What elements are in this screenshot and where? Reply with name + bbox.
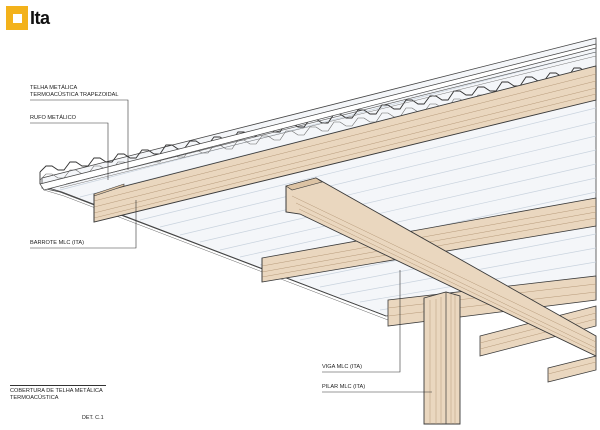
label-barrote: BARROTE MLC (ITA) [30, 240, 84, 246]
label-viga: VIGA MLC (ITA) [322, 364, 362, 370]
viga-main [285, 177, 597, 357]
ita-logo: Ita [6, 6, 60, 32]
logo-text: Ita [30, 8, 50, 28]
label-pilar: PILAR MLC (ITA) [322, 384, 366, 390]
flashing-rufo [39, 43, 597, 191]
barrote-front [93, 65, 597, 223]
label-telha-line2: TERMOACÚSTICA TRAPEZOIDAL [30, 92, 119, 98]
title-line-1: COBERTURA DE TELHA METÁLICA [10, 388, 103, 394]
title-rule [10, 385, 106, 386]
label-rufo: RUFO METÁLICO [30, 115, 76, 121]
roof-sheet [41, 37, 597, 321]
title-line-2: TERMOACÚSTICA [10, 395, 59, 401]
label-telha-line1: TELHA METÁLICA [30, 85, 78, 91]
barrote-far-2 [547, 355, 597, 383]
detail-reference: DET. C.1 [82, 415, 104, 421]
drawing-title: COBERTURA DE TELHA METÁLICA TERMOACÚSTIC… [10, 388, 103, 402]
logo-mark [6, 6, 28, 30]
pilar-column [423, 291, 461, 425]
leader-lines [30, 99, 432, 393]
